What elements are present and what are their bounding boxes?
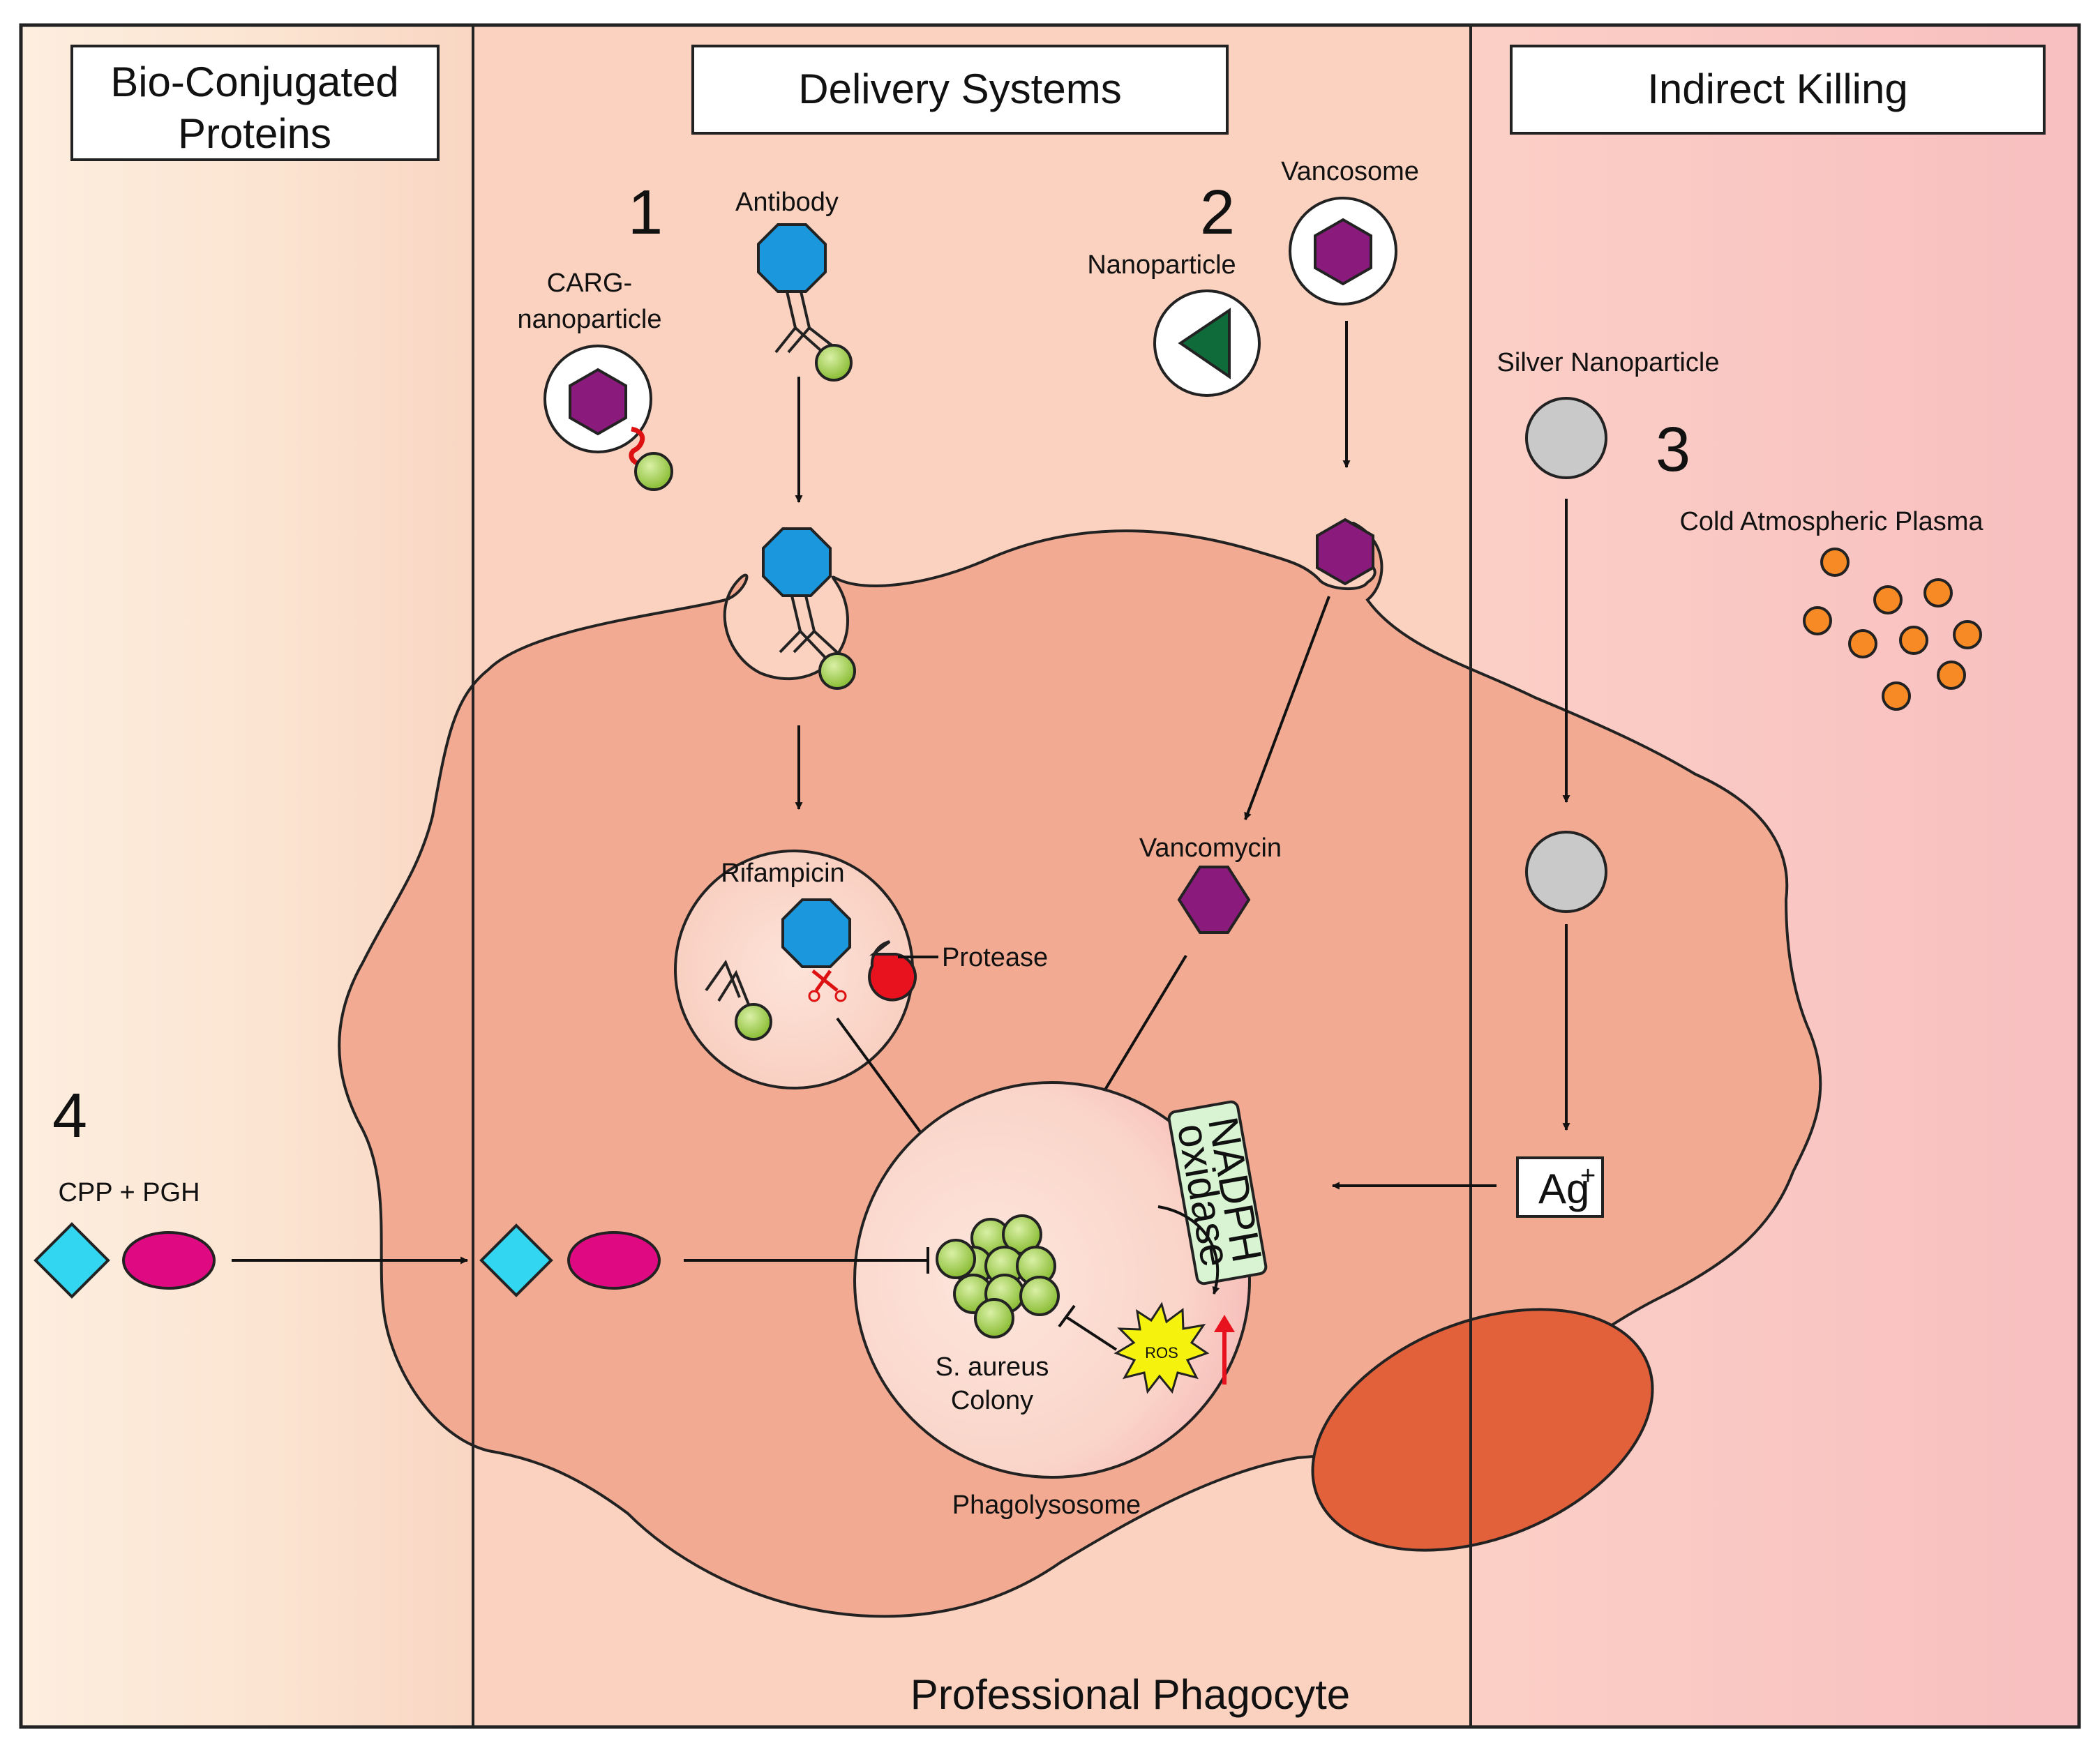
silver-nanoparticle-top <box>1525 397 1607 479</box>
label-s-aureus-line1: S. aureus <box>936 1352 1049 1382</box>
silver-nanoparticle-inside <box>1525 831 1607 913</box>
ag-ion-box: Ag + <box>1516 1156 1604 1218</box>
label-cpp-pgh: CPP + PGH <box>58 1178 200 1207</box>
cold-plasma-particles <box>1803 548 1982 711</box>
carg-nanoparticle <box>543 345 673 491</box>
label-vancosome: Vancosome <box>1281 157 1419 186</box>
label-rifampicin: Rifampicin <box>721 859 844 888</box>
label-ag-charge: + <box>1580 1161 1596 1191</box>
arrow-bud-to-vancomycin <box>1244 596 1330 821</box>
header-bio-conjugated: Bio-Conjugated Proteins <box>70 45 440 161</box>
label-ros: ROS <box>1145 1344 1178 1361</box>
header-indirect-killing: Indirect Killing <box>1510 45 2046 135</box>
label-ag: Ag <box>1538 1166 1589 1212</box>
cpp-pgh-inside <box>479 1223 661 1297</box>
outer-frame <box>19 23 2081 1729</box>
antibody-endocytosis <box>762 527 856 690</box>
arrow-nadph-to-ros <box>1157 1205 1220 1295</box>
step-number-2: 2 <box>1200 178 1235 248</box>
label-silver-nanoparticle: Silver Nanoparticle <box>1497 348 1720 377</box>
header-bio-conjugated-line1: Bio-Conjugated <box>110 59 399 105</box>
header-delivery-systems-text: Delivery Systems <box>798 66 1121 112</box>
nucleus <box>1311 1308 1654 1552</box>
panel-bio-conjugated <box>21 25 473 1727</box>
antibody-blue-octagon <box>757 223 827 293</box>
label-carg-line1: CARG- <box>547 269 632 298</box>
protease-icon <box>868 940 917 1002</box>
label-protease: Protease <box>942 943 1048 972</box>
ros-increase-arrowhead <box>1214 1315 1235 1332</box>
vancosome <box>1289 197 1397 306</box>
label-antibody: Antibody <box>735 188 839 217</box>
scissors-icon <box>811 970 839 992</box>
label-professional-phagocyte: Professional Phagocyte <box>910 1671 1350 1718</box>
header-bio-conjugated-line2: Proteins <box>178 110 331 157</box>
label-carg-line2: nanoparticle <box>517 305 661 334</box>
label-phagolysosome: Phagolysosome <box>952 1491 1141 1520</box>
green-nanoparticle <box>1153 289 1261 397</box>
rifampicin-vesicle: Rifampicin <box>674 850 917 1089</box>
header-indirect-killing-text: Indirect Killing <box>1647 66 1908 112</box>
label-s-aureus-line2: Colony <box>951 1386 1033 1415</box>
step-number-3: 3 <box>1656 415 1690 485</box>
cpp-pgh-outside <box>33 1222 216 1299</box>
vancomycin-hexagon <box>1177 866 1251 934</box>
label-vancomycin: Vancomycin <box>1139 833 1282 863</box>
s-aureus-colony <box>936 1214 1060 1338</box>
step-number-4: 4 <box>52 1081 87 1151</box>
label-nanoparticle: Nanoparticle <box>1087 250 1236 280</box>
antibody-bead <box>815 344 853 382</box>
label-cold-atmospheric-plasma: Cold Atmospheric Plasma <box>1679 507 1983 536</box>
step-number-1: 1 <box>628 178 663 248</box>
header-delivery-systems: Delivery Systems <box>691 45 1229 135</box>
inhibit-cpp-pgh-to-colony <box>684 1247 929 1274</box>
inhibit-ros-to-colony <box>1058 1304 1118 1351</box>
ros-burst: ROS <box>1113 1302 1210 1394</box>
antibody-top <box>757 223 853 382</box>
vancomycin-in-bud <box>1316 518 1374 586</box>
